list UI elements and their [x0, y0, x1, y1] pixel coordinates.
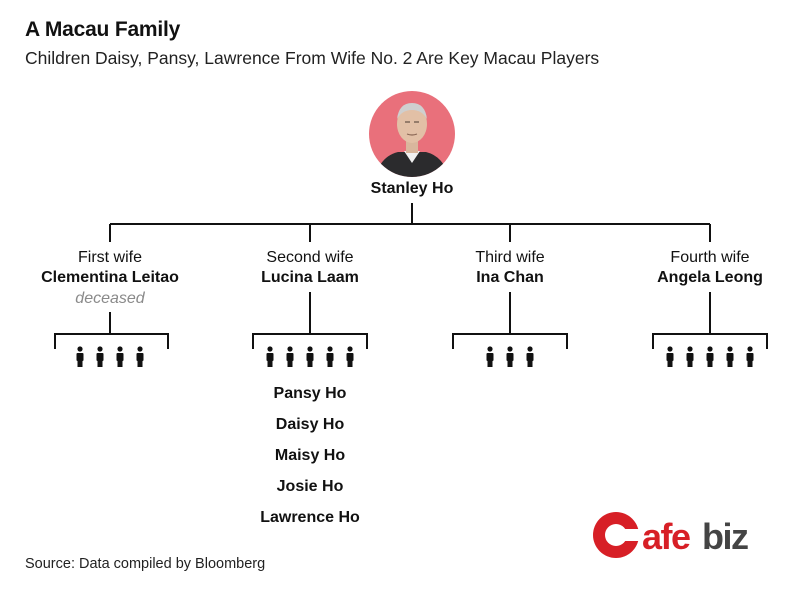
child-person-icon [706, 346, 714, 367]
child-person-icon [346, 346, 354, 367]
child-name: Maisy Ho [274, 447, 346, 464]
child-person-icon [116, 346, 124, 367]
child-name: Daisy Ho [275, 416, 345, 433]
wife-2-role: Second wife [266, 249, 354, 266]
svg-text:biz: biz [702, 516, 748, 557]
wife-1-name: Clementina Leitao [41, 269, 179, 286]
child-person-icon [326, 346, 334, 367]
child-person-icon [686, 346, 694, 367]
wife-3-role: Third wife [475, 249, 545, 266]
child-person-icon [136, 346, 144, 367]
wife-2-name: Lucina Laam [261, 269, 359, 286]
wife-1-status: deceased [75, 290, 145, 307]
child-person-icon [306, 346, 314, 367]
child-person-icon [506, 346, 514, 367]
child-name: Pansy Ho [273, 385, 347, 402]
child-person-icon [76, 346, 84, 367]
wife-1: First wife Clementina Leitao deceased [10, 248, 210, 309]
child-person-icon [666, 346, 674, 367]
child-person-icon [266, 346, 274, 367]
wife-3-name: Ina Chan [476, 269, 544, 286]
cafebiz-logo: afe biz [593, 512, 749, 558]
child-person-icon [746, 346, 754, 367]
wife-4: Fourth wife Angela Leong [610, 248, 800, 288]
root-name: Stanley Ho [370, 180, 454, 197]
svg-text:afe: afe [642, 516, 690, 557]
child-name: Josie Ho [276, 478, 344, 495]
child-person-icon [96, 346, 104, 367]
child-person-icon [726, 346, 734, 367]
child-person-icon [526, 346, 534, 367]
wife-2: Second wife Lucina Laam [210, 248, 410, 288]
chart-title: A Macau Family [25, 18, 181, 41]
child-person-icon [486, 346, 494, 367]
wife-4-name: Angela Leong [657, 269, 763, 286]
child-person-icon [286, 346, 294, 367]
source-note: Source: Data compiled by Bloomberg [25, 556, 266, 572]
wife-4-role: Fourth wife [670, 249, 750, 266]
chart-subtitle: Children Daisy, Pansy, Lawrence From Wif… [25, 48, 600, 68]
child-name: Lawrence Ho [260, 509, 360, 526]
wife-1-role: First wife [78, 249, 142, 266]
stanley-ho-portrait [369, 91, 455, 177]
wife-3: Third wife Ina Chan [410, 248, 610, 288]
